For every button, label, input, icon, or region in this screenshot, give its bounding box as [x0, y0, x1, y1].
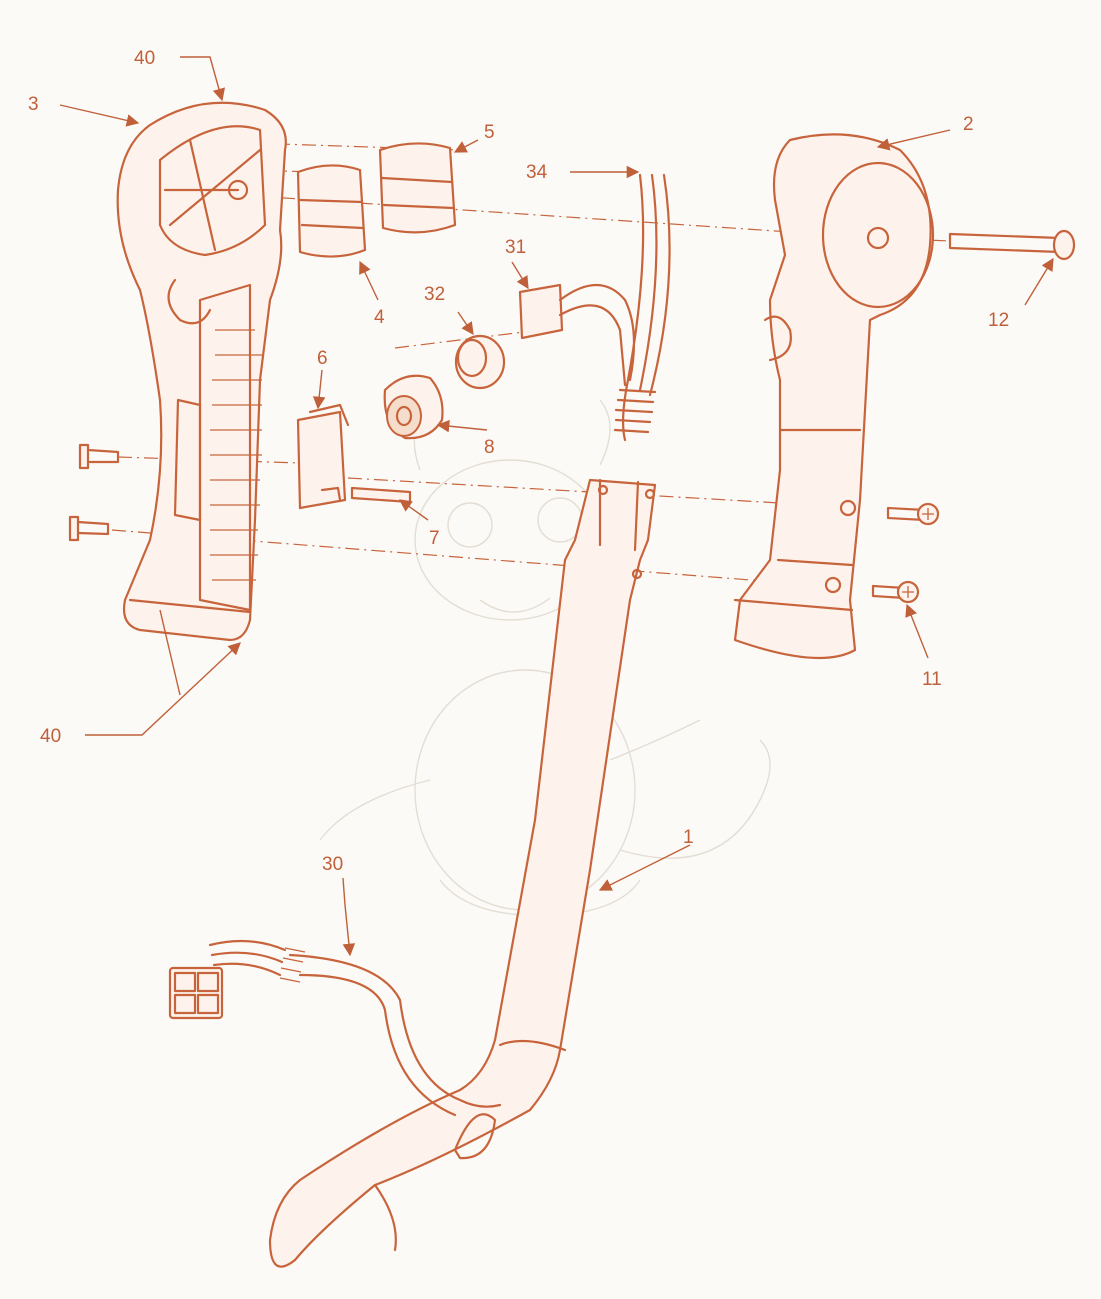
callout-40-bottom: 40 [40, 726, 61, 747]
part-4-trigger-insert [296, 164, 367, 258]
part-12-long-screw [948, 229, 1076, 261]
part-11-right-screws [871, 502, 940, 604]
callout-12: 12 [988, 310, 1009, 331]
callout-30: 30 [322, 854, 343, 875]
callout-7: 7 [429, 528, 440, 549]
callout-11: 11 [922, 669, 942, 690]
part-3-left-housing [116, 101, 287, 642]
callout-32: 32 [424, 284, 445, 305]
callout-1: 1 [683, 827, 694, 848]
callout-8: 8 [484, 437, 495, 458]
part-2-right-housing [733, 133, 935, 660]
callout-2: 2 [963, 114, 974, 135]
callout-leaders [59, 56, 1054, 957]
part-34-wires [613, 173, 671, 442]
part-7-pin [350, 486, 412, 504]
part-1-tube [268, 478, 657, 1268]
part-30-connector-cable [168, 939, 502, 1117]
left-screws [68, 443, 120, 542]
part-32-grommet [454, 334, 506, 390]
part-31-sensor-board [518, 283, 636, 387]
part-6-switch [296, 403, 350, 510]
callout-31: 31 [505, 237, 526, 258]
callout-34: 34 [526, 162, 548, 183]
callout-4: 4 [374, 307, 385, 328]
callout-5: 5 [484, 122, 495, 143]
callout-3: 3 [28, 94, 39, 115]
part-8-knob [383, 374, 444, 440]
part-5-cap-insert [378, 142, 457, 234]
callout-40-top: 40 [134, 48, 155, 69]
callout-6: 6 [317, 348, 328, 369]
callout-labels: 40 3 5 2 34 31 32 4 12 6 8 7 11 40 1 30 [28, 48, 1009, 875]
